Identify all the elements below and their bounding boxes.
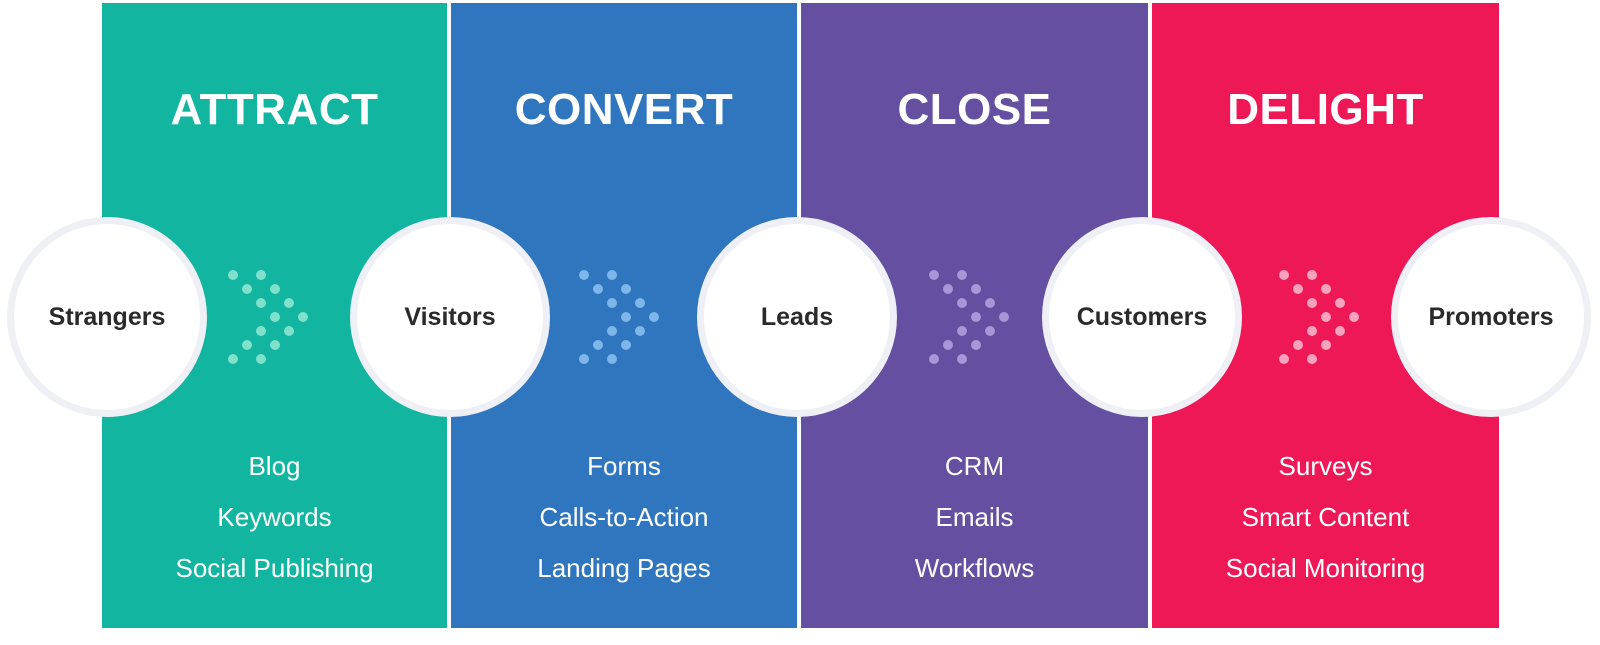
chevron-dot (298, 312, 308, 322)
chevron-dot (270, 340, 280, 350)
chevron-dot (1335, 326, 1345, 336)
chevron-dot (957, 270, 967, 280)
chevron-dot (1307, 298, 1317, 308)
chevron-dot (621, 312, 631, 322)
chevron-dot (256, 354, 266, 364)
chevron-dot (957, 298, 967, 308)
chevron-dot (649, 312, 659, 322)
audience-node-customers: Customers (1042, 217, 1242, 417)
chevron-dot (621, 284, 631, 294)
dotted-chevron-arrow-icon (1279, 270, 1359, 364)
chevron-dot (985, 298, 995, 308)
chevron-dot (242, 340, 252, 350)
audience-node-leads: Leads (697, 217, 897, 417)
tool-item: Calls-to-Action (539, 502, 709, 532)
node-label: Customers (1076, 302, 1208, 331)
chevron-dot (635, 298, 645, 308)
audience-node-promoters: Promoters (1391, 217, 1591, 417)
tool-item: Smart Content (1241, 502, 1410, 532)
node-label: Strangers (48, 302, 166, 331)
chevron-dot (579, 270, 589, 280)
chevron-dot (957, 326, 967, 336)
chevron-dot (593, 340, 603, 350)
chevron-dot (1321, 340, 1331, 350)
tool-item: Emails (935, 502, 1014, 532)
chevron-dot (1335, 298, 1345, 308)
tool-item: Social Monitoring (1225, 553, 1426, 583)
tool-item: Surveys (1278, 451, 1373, 481)
audience-node-visitors: Visitors (350, 217, 550, 417)
stage-title: CONVERT (514, 85, 734, 134)
tool-list: Forms Calls-to-Action Landing Pages (451, 441, 797, 594)
chevron-dot (1293, 284, 1303, 294)
chevron-dot (971, 340, 981, 350)
chevron-dot (1293, 340, 1303, 350)
chevron-dot (1279, 354, 1289, 364)
chevron-dot (256, 270, 266, 280)
chevron-dot (957, 354, 967, 364)
chevron-dot (256, 298, 266, 308)
audience-node-strangers: Strangers (7, 217, 207, 417)
chevron-dot (943, 340, 953, 350)
chevron-dot (284, 326, 294, 336)
chevron-dot (929, 270, 939, 280)
chevron-dot (1321, 312, 1331, 322)
tool-list: CRM Emails Workflows (801, 441, 1148, 594)
chevron-dot (1279, 270, 1289, 280)
chevron-dot (999, 312, 1009, 322)
tool-item: Landing Pages (537, 553, 711, 583)
node-label: Visitors (404, 302, 496, 331)
chevron-dot (1307, 270, 1317, 280)
chevron-dot (228, 270, 238, 280)
chevron-dot (1349, 312, 1359, 322)
chevron-dot (607, 326, 617, 336)
tool-item: CRM (944, 451, 1005, 481)
chevron-dot (1307, 354, 1317, 364)
tool-item: Workflows (914, 553, 1035, 583)
chevron-dot (256, 326, 266, 336)
stage-title: ATTRACT (170, 85, 379, 134)
chevron-dot (228, 354, 238, 364)
chevron-dot (929, 354, 939, 364)
chevron-dot (621, 340, 631, 350)
dotted-chevron-arrow-icon (929, 270, 1009, 364)
node-label: Leads (760, 302, 834, 331)
chevron-dot (242, 284, 252, 294)
chevron-dot (593, 284, 603, 294)
tool-item: Blog (248, 451, 301, 481)
stage-title: CLOSE (897, 85, 1052, 134)
stage-title: DELIGHT (1227, 85, 1424, 134)
chevron-dot (1321, 284, 1331, 294)
tool-list: Surveys Smart Content Social Monitoring (1152, 441, 1499, 594)
tool-item: Forms (587, 451, 661, 481)
chevron-dot (607, 270, 617, 280)
chevron-dot (971, 312, 981, 322)
chevron-dot (635, 326, 645, 336)
node-label: Promoters (1428, 302, 1554, 331)
chevron-dot (943, 284, 953, 294)
dotted-chevron-arrow-icon (228, 270, 308, 364)
chevron-dot (270, 284, 280, 294)
chevron-dot (607, 354, 617, 364)
tool-item: Social Publishing (175, 553, 374, 583)
tool-item: Keywords (217, 502, 332, 532)
chevron-dot (579, 354, 589, 364)
chevron-dot (270, 312, 280, 322)
chevron-dot (971, 284, 981, 294)
chevron-dot (985, 326, 995, 336)
dotted-chevron-arrow-icon (579, 270, 659, 364)
chevron-dot (1307, 326, 1317, 336)
tool-list: Blog Keywords Social Publishing (102, 441, 447, 594)
chevron-dot (284, 298, 294, 308)
chevron-dot (607, 298, 617, 308)
